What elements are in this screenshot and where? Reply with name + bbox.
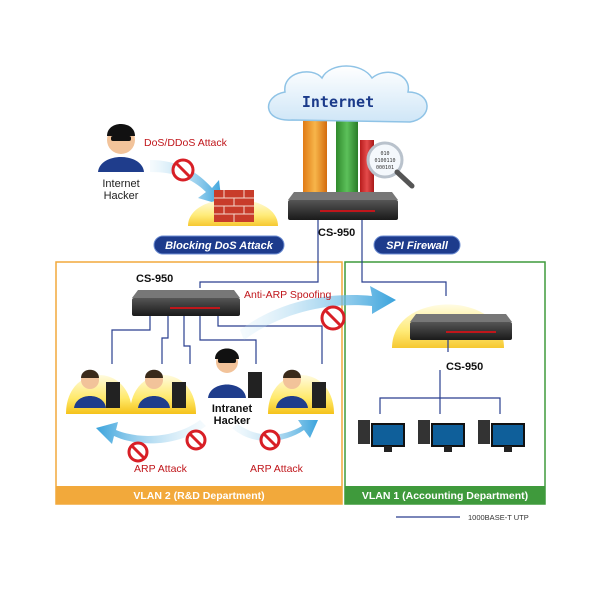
vlan1-switch-label: CS-950	[446, 361, 483, 373]
vlan2-label: VLAN 2 (R&D Department)	[133, 490, 264, 502]
dos-block-icon	[171, 158, 195, 182]
intranet-hacker-label-line1: Intranet	[212, 403, 253, 415]
uplink-pipe-green	[336, 115, 358, 200]
uplink-pipe-orange	[303, 120, 327, 200]
magnifier-icon: 010 0100110 000101	[366, 141, 415, 189]
spi-firewall-banner: SPI Firewall	[373, 235, 461, 255]
vlan1-label: VLAN 1 (Accounting Department)	[362, 490, 528, 502]
vlan1-pc-1	[358, 420, 405, 452]
svg-text:010: 010	[380, 151, 389, 157]
vlan2-workstation-2	[130, 369, 196, 414]
internet-hacker-label-line1: Internet	[102, 178, 139, 190]
internet-hacker-figure	[98, 124, 144, 172]
arp-attack-label-2: ARP Attack	[250, 463, 304, 475]
arp-block-icon-1	[127, 441, 149, 463]
internet-hacker-label-line2: Hacker	[104, 190, 139, 202]
arp-attack-arrow-2	[232, 420, 318, 441]
spi-firewall-banner-text: SPI Firewall	[386, 240, 449, 252]
core-switch	[288, 192, 398, 220]
vlan1-label-bar: VLAN 1 (Accounting Department)	[345, 486, 545, 504]
dos-attack-label: DoS/DDoS Attack	[144, 137, 228, 149]
vlan2-label-bar: VLAN 2 (R&D Department)	[56, 486, 342, 504]
intranet-hacker-figure	[208, 348, 262, 398]
core-to-vlan2-link	[199, 220, 319, 288]
anti-arp-arrow	[240, 286, 396, 340]
blocking-dos-banner: Blocking DoS Attack	[153, 235, 285, 255]
vlan2-workstation-1	[66, 369, 132, 414]
core-switch-label: CS-950	[318, 227, 355, 239]
vlan2-links	[111, 316, 323, 364]
internet-cloud: Internet	[267, 65, 428, 123]
dos-attack-arrow	[150, 160, 222, 205]
vlan1-links	[379, 340, 501, 414]
arp-block-icon-3	[259, 429, 281, 451]
legend-label: 1000BASE-T UTP	[468, 513, 529, 522]
arp-attack-arrow-1	[96, 420, 206, 444]
vlan2-switch-label: CS-950	[136, 273, 173, 285]
arp-attack-label-1: ARP Attack	[134, 463, 188, 475]
anti-arp-label: Anti-ARP Spoofing	[244, 289, 332, 301]
internet-label: Internet	[302, 93, 374, 111]
svg-text:0100110: 0100110	[374, 158, 395, 164]
intranet-hacker-label-line2: Hacker	[214, 415, 251, 427]
vlan1-pc-2	[418, 420, 465, 452]
svg-text:000101: 000101	[376, 165, 394, 171]
anti-arp-block-icon	[320, 305, 346, 331]
firewall-icon	[188, 190, 278, 226]
vlan2-switch	[132, 290, 240, 316]
blocking-dos-banner-text: Blocking DoS Attack	[165, 240, 274, 252]
vlan1-pc-3	[478, 420, 525, 452]
vlan1-switch	[410, 314, 512, 340]
core-to-vlan1-link	[361, 220, 447, 296]
arp-block-icon-2	[185, 429, 207, 451]
vlan2-workstation-3	[268, 369, 334, 414]
